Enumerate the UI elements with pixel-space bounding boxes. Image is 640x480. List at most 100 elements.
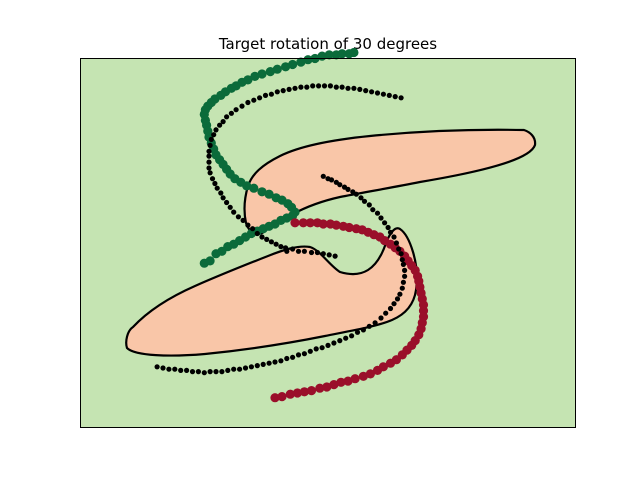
data-point [357,86,363,92]
data-point [366,323,372,329]
data-point [207,369,213,375]
data-point [206,159,212,165]
data-point [268,91,274,97]
data-point [312,218,322,228]
data-point [250,226,256,232]
data-point [398,95,404,101]
data-point [206,148,212,154]
data-point [374,90,381,96]
data-point [290,218,300,228]
scatter-points [154,47,429,403]
data-point [308,249,315,256]
data-point [339,84,345,90]
data-point [290,354,296,360]
data-point [270,393,280,403]
data-point [217,246,227,256]
data-point [345,186,351,192]
data-point [338,221,348,231]
data-point [385,239,396,249]
data-point [305,218,315,228]
data-point [391,234,397,240]
series-target-points [154,83,408,376]
data-point [245,222,251,228]
series-red-points [270,218,429,403]
data-point [396,246,402,252]
data-point [229,239,239,249]
data-point [398,251,404,257]
data-point [361,198,368,204]
data-point [178,367,184,373]
data-point [249,183,259,193]
data-point [399,285,405,291]
data-point [400,279,406,285]
data-point [213,369,219,375]
data-point [363,227,373,237]
data-point [307,348,313,354]
data-point [354,329,361,335]
data-point [298,218,308,228]
data-point [386,92,392,98]
lower-target-region [125,227,418,357]
data-point [353,191,359,197]
data-point [257,187,267,197]
data-point [329,380,339,390]
data-point [278,358,284,364]
data-point [217,122,223,128]
data-point [295,248,302,254]
data-point [332,253,338,259]
data-point [292,388,302,398]
data-point [237,366,243,372]
data-point [363,88,369,94]
data-point [343,376,353,386]
data-point [284,248,290,254]
data-point [208,136,214,142]
data-point [403,256,413,266]
data-point [378,315,384,321]
data-point [285,389,295,399]
data-point [321,83,328,89]
data-point [316,83,322,89]
data-point [219,369,225,375]
data-point [272,64,282,74]
data-point [284,355,290,362]
data-point [333,84,339,90]
data-point [301,248,307,254]
data-point [201,370,207,376]
data-point [391,355,401,365]
data-point [298,84,304,90]
data-point [337,338,343,344]
data-point [205,256,215,266]
data-point [299,387,309,397]
data-point [326,252,332,258]
series-green-points [199,47,359,268]
data-point [224,114,230,120]
data-point [416,288,426,298]
data-point [337,182,343,188]
data-point [400,261,406,267]
data-point [237,77,247,87]
plot-frame [80,58,576,428]
data-point [209,176,216,182]
data-point [402,267,408,273]
chart-title: Target rotation of 30 degrees [218,35,437,53]
data-point [325,342,331,348]
data-point [303,55,313,65]
data-point [350,374,360,384]
data-point [228,110,234,116]
data-point [259,234,265,240]
data-point [233,107,239,113]
data-point [264,236,270,242]
background-region [80,58,576,428]
data-point [288,211,298,221]
data-point [218,159,228,169]
data-point [225,367,231,373]
data-point [225,169,235,179]
data-point [358,195,364,201]
data-point [257,95,263,101]
data-point [277,392,287,402]
data-point [264,221,274,231]
data-point [372,320,378,326]
data-point [320,251,326,257]
data-point [336,377,346,387]
data-point [268,239,274,245]
